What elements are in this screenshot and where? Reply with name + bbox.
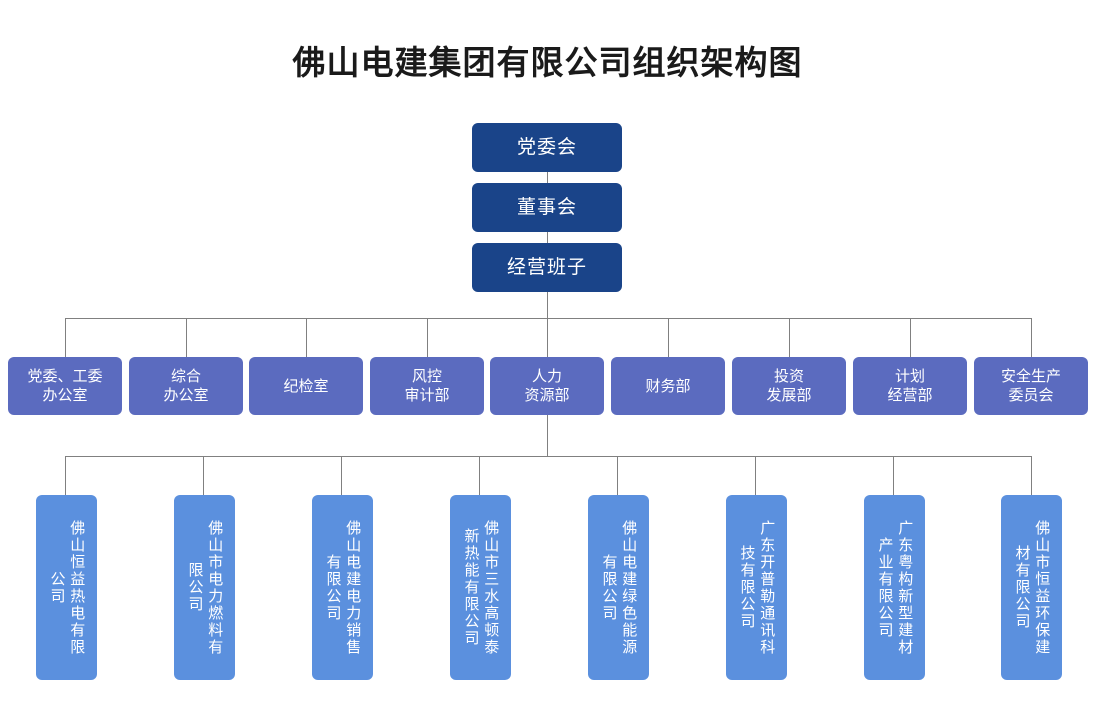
org-node-label: 纪检室	[283, 376, 329, 395]
connector-department-leg-2	[306, 318, 307, 357]
connector-department-leg-4	[547, 318, 548, 357]
org-node-label: 佛山市恒益环保建材有限公司	[1013, 519, 1052, 656]
org-node-label: 党委会	[516, 135, 577, 158]
page-title: 佛山电建集团有限公司组织架构图	[292, 43, 803, 82]
connector-department-leg-8	[1031, 318, 1032, 357]
org-node-label: 佛山电建绿色能源有限公司	[600, 519, 639, 656]
org-node-green-energy[interactable]: 佛山电建绿色能源有限公司	[588, 495, 649, 680]
org-node-planning-operations[interactable]: 计划 经营部	[853, 357, 967, 415]
org-node-general-office[interactable]: 综合 办公室	[129, 357, 243, 415]
connector-governance-1	[547, 172, 548, 183]
org-node-sanshui-gaodun-thermal[interactable]: 佛山市三水高顿泰新热能有限公司	[450, 495, 511, 680]
org-node-label: 佛山恒益热电有限公司	[48, 519, 87, 656]
org-node-finance[interactable]: 财务部	[611, 357, 725, 415]
org-node-electric-power-fuel[interactable]: 佛山市电力燃料有限公司	[174, 495, 235, 680]
org-node-label: 党委、工委 办公室	[27, 367, 103, 404]
org-node-label: 人力 资源部	[524, 367, 570, 404]
connector-department-leg-3	[427, 318, 428, 357]
org-node-label: 佛山电建电力销售有限公司	[324, 519, 363, 656]
org-node-board-of-directors[interactable]: 董事会	[472, 183, 622, 232]
connector-subsidiary-leg-4	[617, 456, 618, 495]
org-node-label: 计划 经营部	[887, 367, 933, 404]
org-node-party-union-office[interactable]: 党委、工委 办公室	[8, 357, 122, 415]
org-node-risk-audit[interactable]: 风控 审计部	[370, 357, 484, 415]
connector-governance-2	[547, 232, 548, 243]
connector-department-bus	[65, 318, 1032, 319]
org-node-label: 广东粤构新型建材产业有限公司	[876, 519, 915, 656]
org-node-label: 佛山市电力燃料有限公司	[186, 519, 225, 656]
org-node-hengyi-thermal-power[interactable]: 佛山恒益热电有限公司	[36, 495, 97, 680]
connector-department-leg-7	[910, 318, 911, 357]
org-node-label: 董事会	[516, 195, 577, 218]
connector-subsidiary-leg-5	[755, 456, 756, 495]
connector-subsidiary-bus	[65, 456, 1032, 457]
org-node-label: 风控 审计部	[404, 367, 450, 404]
org-node-hengyi-eco-building-materials[interactable]: 佛山市恒益环保建材有限公司	[1001, 495, 1062, 680]
connector-management-stem	[547, 292, 548, 319]
connector-subsidiary-leg-3	[479, 456, 480, 495]
org-node-human-resources[interactable]: 人力 资源部	[490, 357, 604, 415]
connector-subsidiary-leg-1	[203, 456, 204, 495]
connector-subsidiary-leg-0	[65, 456, 66, 495]
org-node-electric-power-sales[interactable]: 佛山电建电力销售有限公司	[312, 495, 373, 680]
org-node-label: 财务部	[645, 376, 691, 395]
org-node-management-team[interactable]: 经营班子	[472, 243, 622, 292]
connector-subsidiary-leg-2	[341, 456, 342, 495]
connector-department-leg-6	[789, 318, 790, 357]
connector-subsidiary-stem	[547, 415, 548, 457]
org-node-label: 经营班子	[506, 255, 587, 278]
connector-subsidiary-leg-7	[1031, 456, 1032, 495]
connector-department-leg-5	[668, 318, 669, 357]
org-node-label: 综合 办公室	[163, 367, 209, 404]
connector-department-leg-0	[65, 318, 66, 357]
org-node-investment-development[interactable]: 投资 发展部	[732, 357, 846, 415]
org-node-kepler-communications[interactable]: 广东开普勒通讯科技有限公司	[726, 495, 787, 680]
connector-subsidiary-leg-6	[893, 456, 894, 495]
org-node-discipline-inspection[interactable]: 纪检室	[249, 357, 363, 415]
org-node-yuegou-building-materials[interactable]: 广东粤构新型建材产业有限公司	[864, 495, 925, 680]
org-node-label: 安全生产 委员会	[1000, 367, 1061, 404]
org-node-label: 投资 发展部	[766, 367, 812, 404]
org-node-safety-production-committee[interactable]: 安全生产 委员会	[974, 357, 1088, 415]
org-node-label: 广东开普勒通讯科技有限公司	[738, 519, 777, 656]
org-node-party-committee[interactable]: 党委会	[472, 123, 622, 172]
connector-department-leg-1	[186, 318, 187, 357]
org-node-label: 佛山市三水高顿泰新热能有限公司	[462, 519, 501, 656]
